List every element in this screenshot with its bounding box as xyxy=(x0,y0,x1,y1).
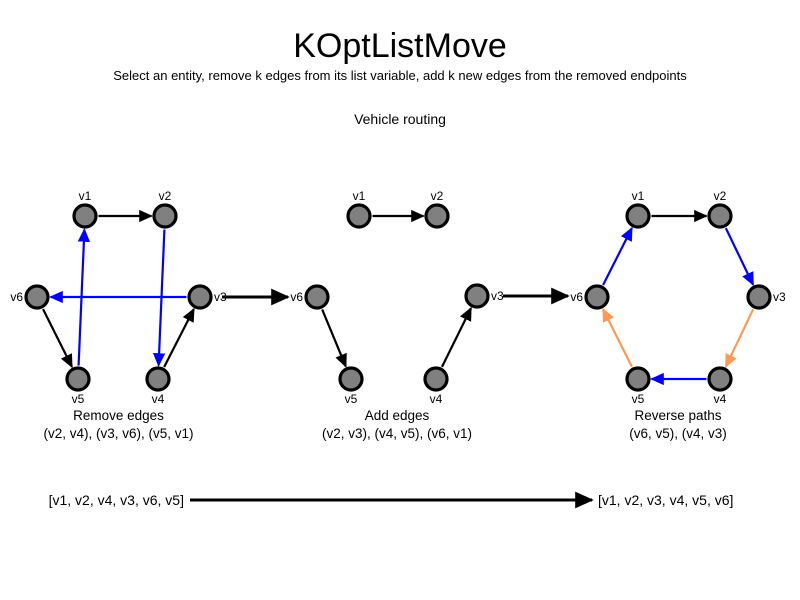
node-label-v4: v4 xyxy=(430,392,443,406)
node-label-v4: v4 xyxy=(152,392,165,406)
after-list-text: [v1, v2, v3, v4, v5, v6] xyxy=(598,492,733,508)
panel-remove-caption-title: Remove edges xyxy=(73,408,164,423)
panel-reverse-nodes: v1 v2 v3 v4 v5 v6 xyxy=(570,189,786,406)
panel-reverse-caption-detail: (v6, v5), (v4, v3) xyxy=(629,426,727,441)
node-label-v1: v1 xyxy=(79,189,92,203)
node-label-v6: v6 xyxy=(290,290,303,304)
node-v1[interactable] xyxy=(625,203,651,229)
node-v2[interactable] xyxy=(424,203,450,229)
node-label-v6: v6 xyxy=(10,290,23,304)
panel-add-caption-detail: (v2, v3), (v4, v5), (v6, v1) xyxy=(322,426,472,441)
node-label-v3: v3 xyxy=(214,290,227,304)
edge-v5-to-v1-removed xyxy=(77,228,91,366)
panel-add-caption-title: Add edges xyxy=(365,408,430,423)
edge-v6-to-v1-added xyxy=(602,226,633,286)
panel-remove-nodes: v1 v2 v3 v4 v5 v6 xyxy=(10,189,227,406)
node-label-v4: v4 xyxy=(714,392,727,406)
edge-v6-to-v5-kept xyxy=(321,309,347,368)
page-title: KOptListMove xyxy=(293,27,507,65)
node-v1[interactable] xyxy=(72,203,98,229)
node-label-v2: v2 xyxy=(714,189,727,203)
panel-add-edges xyxy=(321,209,473,368)
panel-add-nodes: v1 v2 v3 v4 v5 v6 xyxy=(290,189,504,406)
page-subtitle: Select an entity, remove k edges from it… xyxy=(113,68,687,83)
node-label-v3: v3 xyxy=(491,289,504,303)
edge-v4-to-v3-kept xyxy=(440,306,473,368)
node-v3[interactable] xyxy=(464,283,490,309)
node-v6[interactable] xyxy=(304,284,330,310)
before-list-text: [v1, v2, v4, v3, v6, v5] xyxy=(49,492,184,508)
node-v6[interactable] xyxy=(24,284,50,310)
node-v5[interactable] xyxy=(338,366,364,392)
panel-connectors xyxy=(222,287,570,306)
node-v2[interactable] xyxy=(707,203,733,229)
edge-v5-to-v6-reversed xyxy=(602,307,633,368)
panel-reverse-edges xyxy=(602,209,755,386)
section-label: Vehicle routing xyxy=(354,111,446,127)
edge-v3-to-v4-reversed xyxy=(724,308,755,369)
node-v5[interactable] xyxy=(625,366,651,392)
node-label-v1: v1 xyxy=(632,189,645,203)
node-label-v5: v5 xyxy=(632,392,645,406)
edge-v4-to-v3-kept xyxy=(163,307,195,368)
node-v2[interactable] xyxy=(152,203,178,229)
node-v5[interactable] xyxy=(65,366,91,392)
node-label-v1: v1 xyxy=(353,189,366,203)
node-v4[interactable] xyxy=(423,366,449,392)
node-v3[interactable] xyxy=(746,284,772,310)
node-label-v3: v3 xyxy=(773,290,786,304)
node-label-v2: v2 xyxy=(159,189,172,203)
node-label-v5: v5 xyxy=(72,392,85,406)
node-v4[interactable] xyxy=(145,366,171,392)
node-v1[interactable] xyxy=(346,203,372,229)
panel-reverse-caption-title: Reverse paths xyxy=(634,408,721,423)
panel-remove-caption-detail: (v2, v4), (v3, v6), (v5, v1) xyxy=(43,426,193,441)
panel-remove-edges xyxy=(42,209,195,369)
node-v6[interactable] xyxy=(584,284,610,310)
node-v3[interactable] xyxy=(187,284,213,310)
node-label-v6: v6 xyxy=(570,290,583,304)
edge-v6-to-v5-kept xyxy=(42,308,73,369)
node-v4[interactable] xyxy=(707,366,733,392)
node-label-v5: v5 xyxy=(345,392,358,406)
edge-v2-to-v3-added xyxy=(724,227,755,287)
node-label-v2: v2 xyxy=(431,189,444,203)
footer-transition: [v1, v2, v4, v3, v6, v5] [v1, v2, v3, v4,… xyxy=(49,491,733,509)
